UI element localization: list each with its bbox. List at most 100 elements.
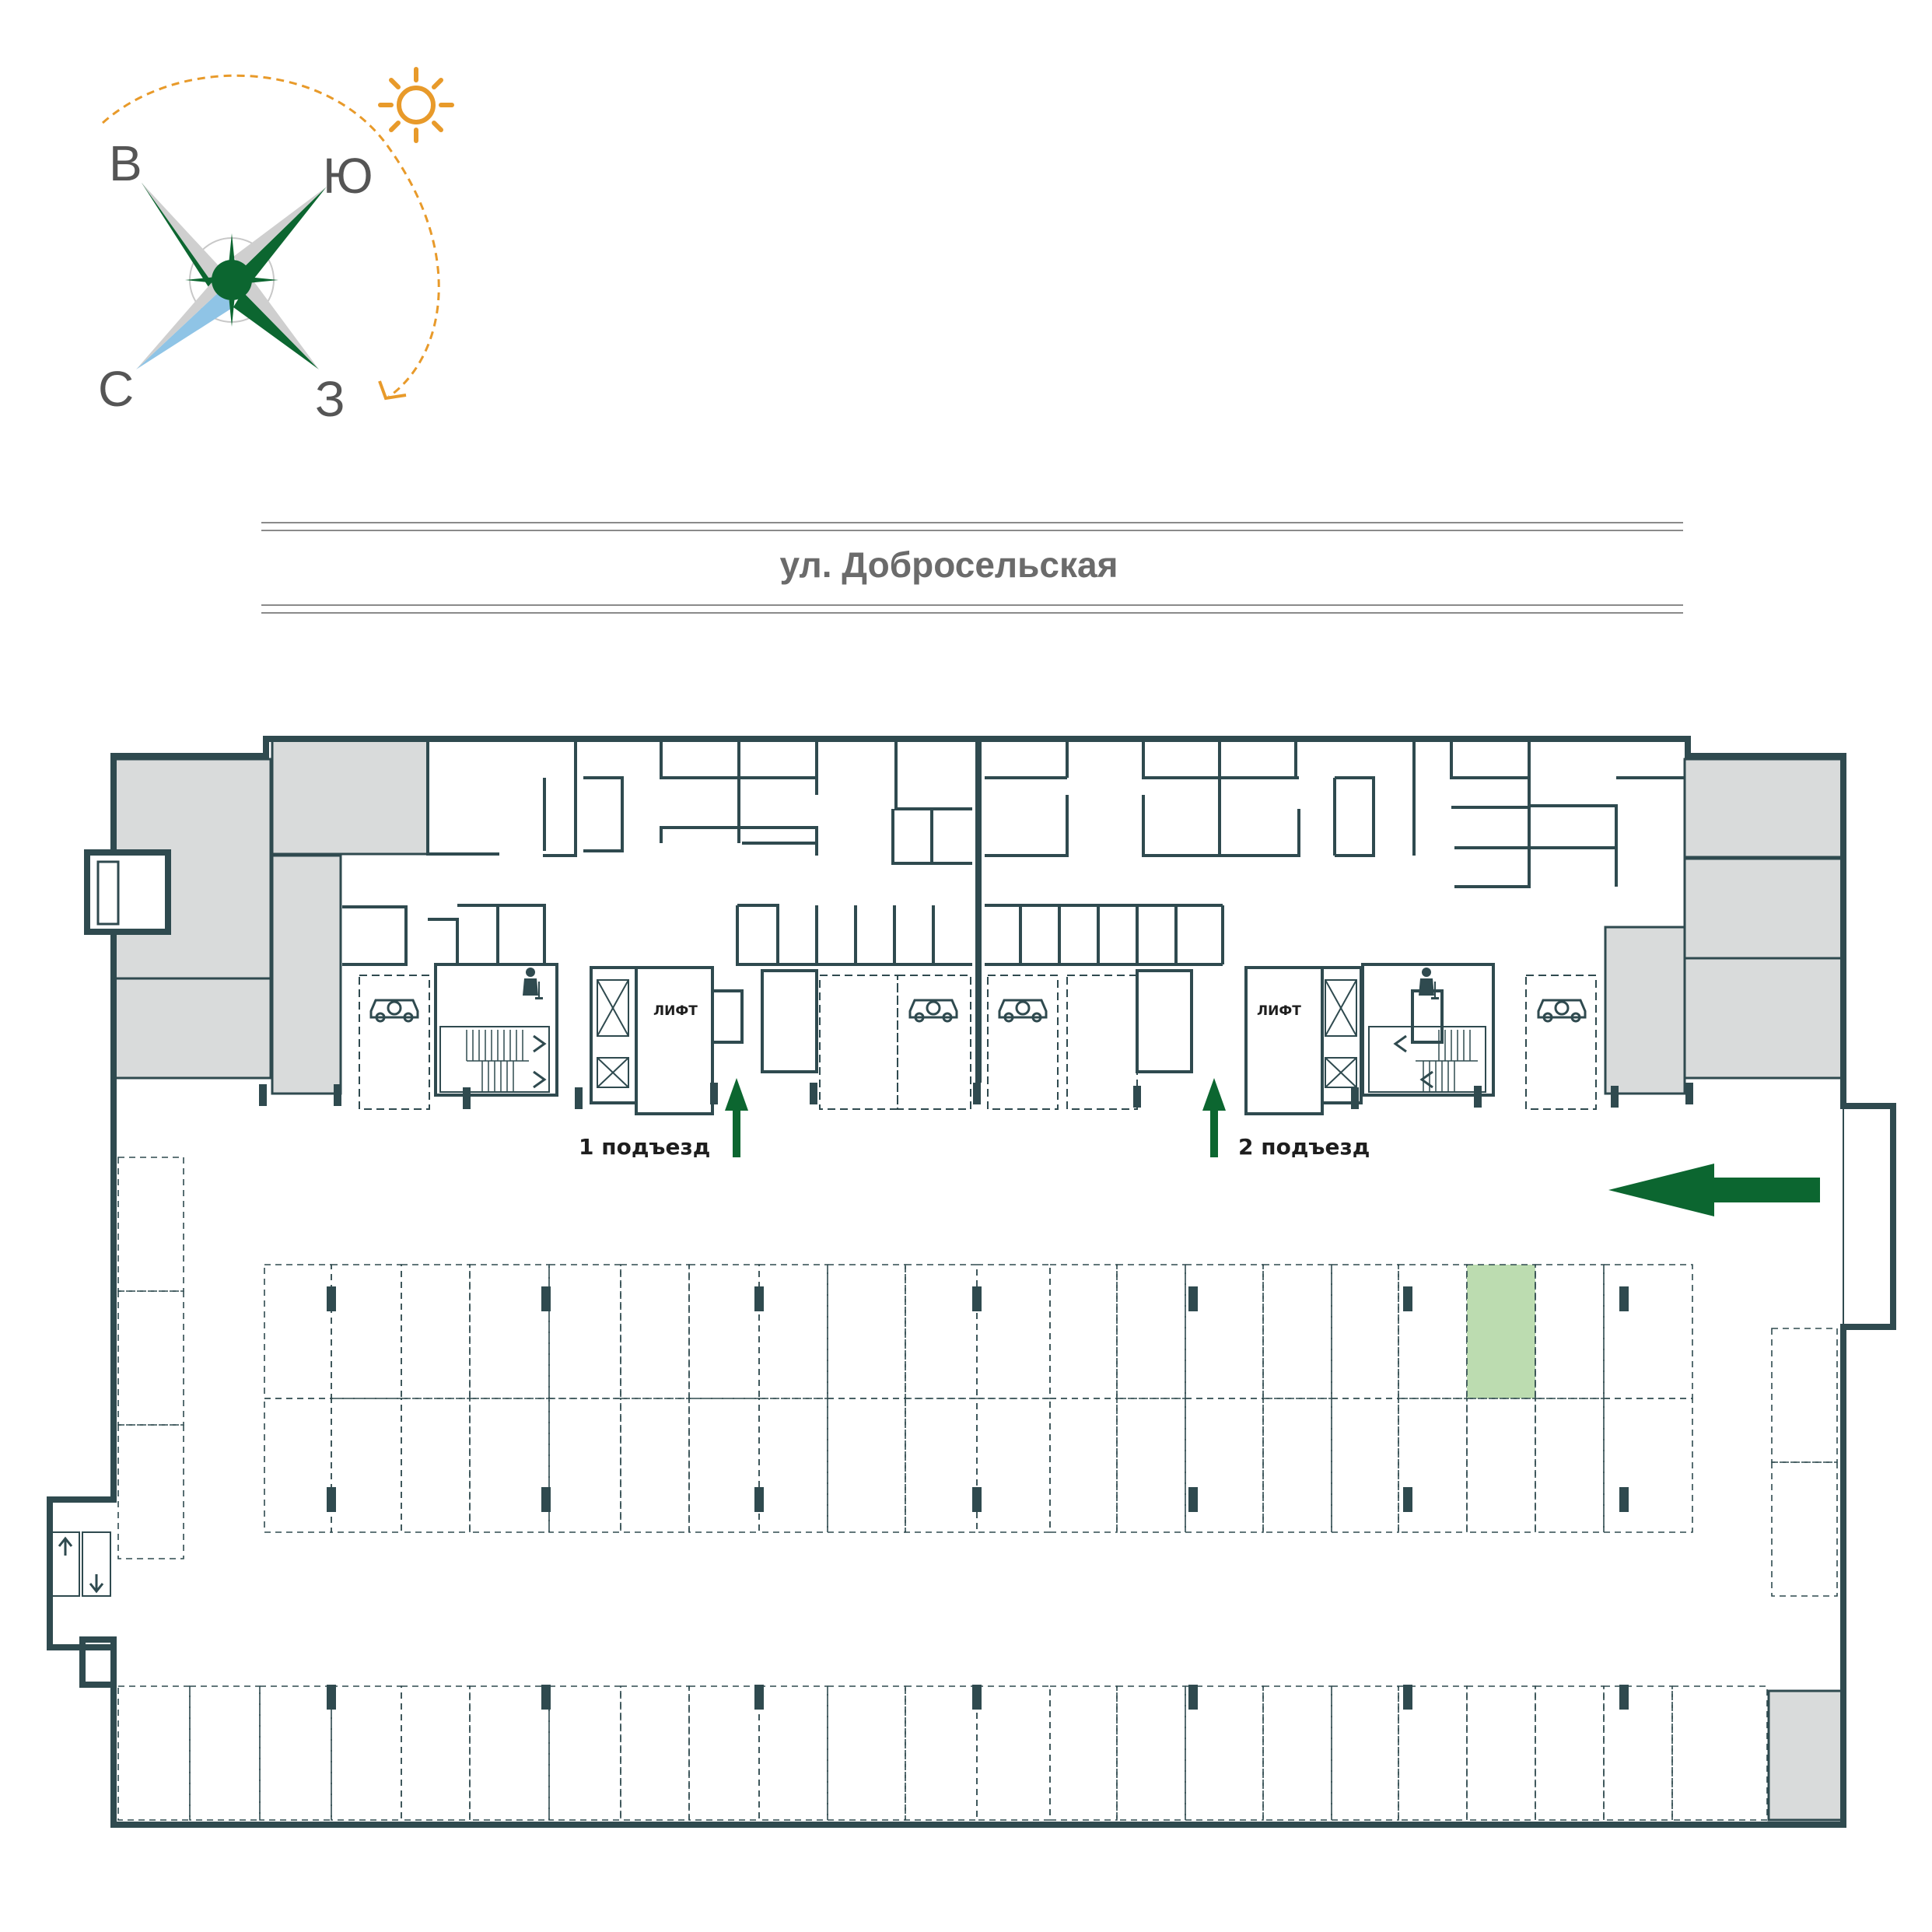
wall-stub <box>1611 1086 1619 1108</box>
parking-spot[interactable] <box>1049 1685 1118 1821</box>
entrance-1-label: 1 подъезд <box>579 1134 710 1160</box>
parking-spot[interactable] <box>264 1264 332 1399</box>
parking-spot[interactable] <box>1671 1685 1768 1821</box>
parking-spot[interactable] <box>905 1685 978 1821</box>
pillar <box>327 1487 336 1512</box>
technical-rooms <box>114 739 1843 1822</box>
parking-spot[interactable] <box>688 1685 760 1821</box>
pillar <box>1619 1286 1629 1311</box>
compass-label-north: С <box>98 361 134 417</box>
parking-spot[interactable] <box>976 1264 1051 1399</box>
parking-spot[interactable] <box>117 1157 184 1292</box>
parking-spot[interactable] <box>1262 1685 1332 1821</box>
parking-spot[interactable] <box>1116 1398 1186 1533</box>
parking-spot[interactable] <box>469 1264 550 1399</box>
parking-spot[interactable] <box>688 1398 760 1533</box>
parking-spot[interactable] <box>620 1398 690 1533</box>
parking-spot[interactable] <box>259 1685 332 1821</box>
pillar <box>327 1685 336 1710</box>
pillar <box>541 1685 551 1710</box>
parking-spot[interactable] <box>1603 1264 1693 1399</box>
pillar <box>754 1685 764 1710</box>
entry-arrow-icon <box>725 1078 1226 1157</box>
pillar <box>1619 1685 1629 1710</box>
parking-spot[interactable] <box>758 1685 828 1821</box>
parking-spot[interactable] <box>1466 1398 1536 1533</box>
parking-spot[interactable] <box>688 1264 760 1399</box>
pillar <box>541 1286 551 1311</box>
compass-label-south: Ю <box>323 148 373 204</box>
parking-spot[interactable] <box>976 1685 1051 1821</box>
parking-spot[interactable] <box>331 1685 402 1821</box>
parking-spot[interactable] <box>1535 1398 1605 1533</box>
parking-spot[interactable] <box>469 1398 550 1533</box>
parking-spot[interactable] <box>331 1398 402 1533</box>
parking-spot[interactable] <box>1116 1264 1186 1399</box>
parking-spot[interactable] <box>1466 1685 1536 1821</box>
parking-spot[interactable] <box>620 1264 690 1399</box>
parking-spot[interactable] <box>1049 1398 1118 1533</box>
parking-spot[interactable] <box>976 1398 1051 1533</box>
wall-stub <box>710 1083 718 1104</box>
parking-spot[interactable] <box>1185 1264 1264 1399</box>
parking-spot[interactable] <box>1262 1264 1332 1399</box>
parking-spot[interactable] <box>1331 1685 1399 1821</box>
parking-spot[interactable] <box>1331 1398 1399 1533</box>
parking-spot[interactable] <box>758 1264 828 1399</box>
parking-spot[interactable] <box>1603 1398 1693 1533</box>
parking-spot[interactable] <box>1331 1264 1399 1399</box>
cleaning-person-icon <box>523 968 543 999</box>
stair-left <box>51 1531 111 1597</box>
parking-spot[interactable] <box>905 1264 978 1399</box>
parking-spot[interactable] <box>827 1685 906 1821</box>
street-name: ул. Добросельская <box>780 544 1118 585</box>
parking-spot[interactable] <box>331 1264 402 1399</box>
wall-stub <box>1685 1083 1693 1104</box>
pillar <box>972 1286 982 1311</box>
compass-needle-south <box>222 187 327 289</box>
parking-spot[interactable] <box>620 1685 690 1821</box>
parking-spot[interactable] <box>1262 1398 1332 1533</box>
parking-spot[interactable] <box>469 1685 550 1821</box>
ev-bays <box>359 975 1597 1110</box>
entrance-2-label: 2 подъезд <box>1238 1134 1370 1160</box>
parking-spot[interactable] <box>1116 1685 1186 1821</box>
wall-stub <box>1474 1086 1482 1108</box>
parking-spot[interactable] <box>189 1685 261 1821</box>
pillar <box>972 1487 982 1512</box>
pillar <box>1403 1286 1412 1311</box>
compass-center <box>212 260 252 300</box>
parking-spot[interactable] <box>905 1398 978 1533</box>
parking-spot[interactable] <box>117 1424 184 1559</box>
parking-spot[interactable] <box>1466 1264 1536 1399</box>
parking-spot[interactable] <box>117 1685 191 1821</box>
parking-spot[interactable] <box>264 1398 332 1533</box>
pillar <box>972 1685 982 1710</box>
parking-spot[interactable] <box>1603 1685 1673 1821</box>
parking-spot[interactable] <box>1049 1264 1118 1399</box>
stair-lift-core-1 <box>434 963 818 1115</box>
lift-2-label: ЛИФТ <box>1257 1003 1301 1019</box>
parking-spot[interactable] <box>401 1685 471 1821</box>
pillar <box>1188 1487 1198 1512</box>
parking-spot[interactable] <box>117 1290 184 1426</box>
parking-spot[interactable] <box>1398 1398 1468 1533</box>
parking-spot[interactable] <box>1771 1328 1838 1463</box>
parking-spot[interactable] <box>1185 1398 1264 1533</box>
parking-spot[interactable] <box>548 1685 621 1821</box>
parking-spot[interactable] <box>1398 1264 1468 1399</box>
parking-spot[interactable] <box>1535 1264 1605 1399</box>
parking-spot[interactable] <box>401 1264 471 1399</box>
parking-spot[interactable] <box>758 1398 828 1533</box>
parking-spot[interactable] <box>1771 1461 1838 1597</box>
parking-spot[interactable] <box>827 1398 906 1533</box>
wall-stub <box>463 1087 471 1109</box>
parking-spot[interactable] <box>1535 1685 1605 1821</box>
parking-spot[interactable] <box>548 1398 621 1533</box>
pillar <box>1188 1685 1198 1710</box>
wall-stub <box>1133 1086 1141 1108</box>
parking-spot[interactable] <box>401 1398 471 1533</box>
compass-label-east: В <box>109 135 142 191</box>
parking-spot[interactable] <box>548 1264 621 1399</box>
parking-spot[interactable] <box>827 1264 906 1399</box>
